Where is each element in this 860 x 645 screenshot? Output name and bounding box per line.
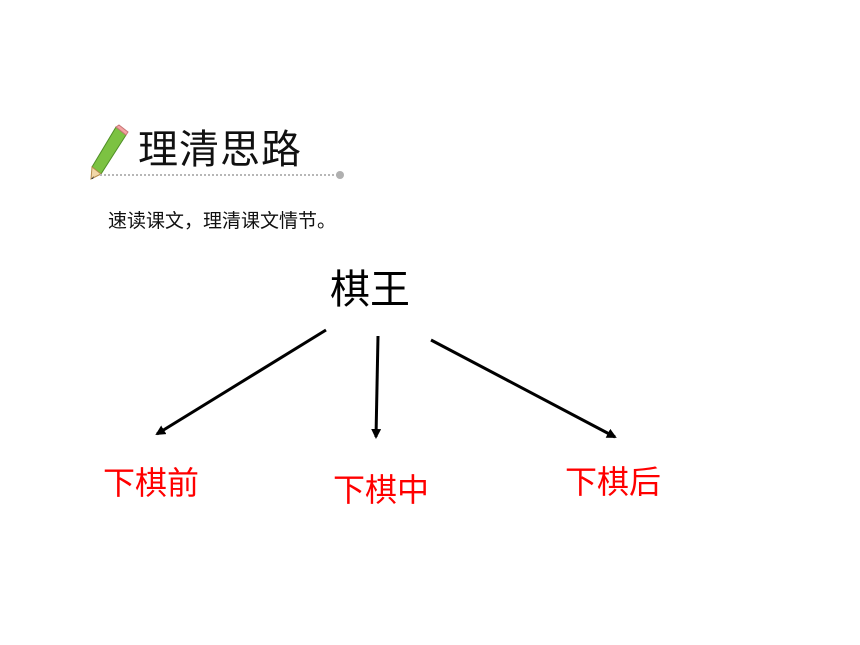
- arrow-right: [430, 338, 617, 439]
- section-title: 理清思路: [138, 127, 302, 173]
- title-underline-dot: [336, 171, 344, 179]
- instruction-text: 速读课文，理清课文情节。: [108, 210, 337, 232]
- arrow-middle: [371, 335, 382, 439]
- diagram-child-during: 下棋中: [333, 471, 430, 509]
- diagram-child-before: 下棋前: [103, 464, 200, 502]
- pencil-icon: [90, 124, 129, 180]
- arrow-left: [155, 328, 327, 436]
- diagram-root-node: 棋王: [330, 267, 410, 313]
- title-underline: [100, 174, 338, 176]
- diagram-child-after: 下棋后: [565, 463, 662, 501]
